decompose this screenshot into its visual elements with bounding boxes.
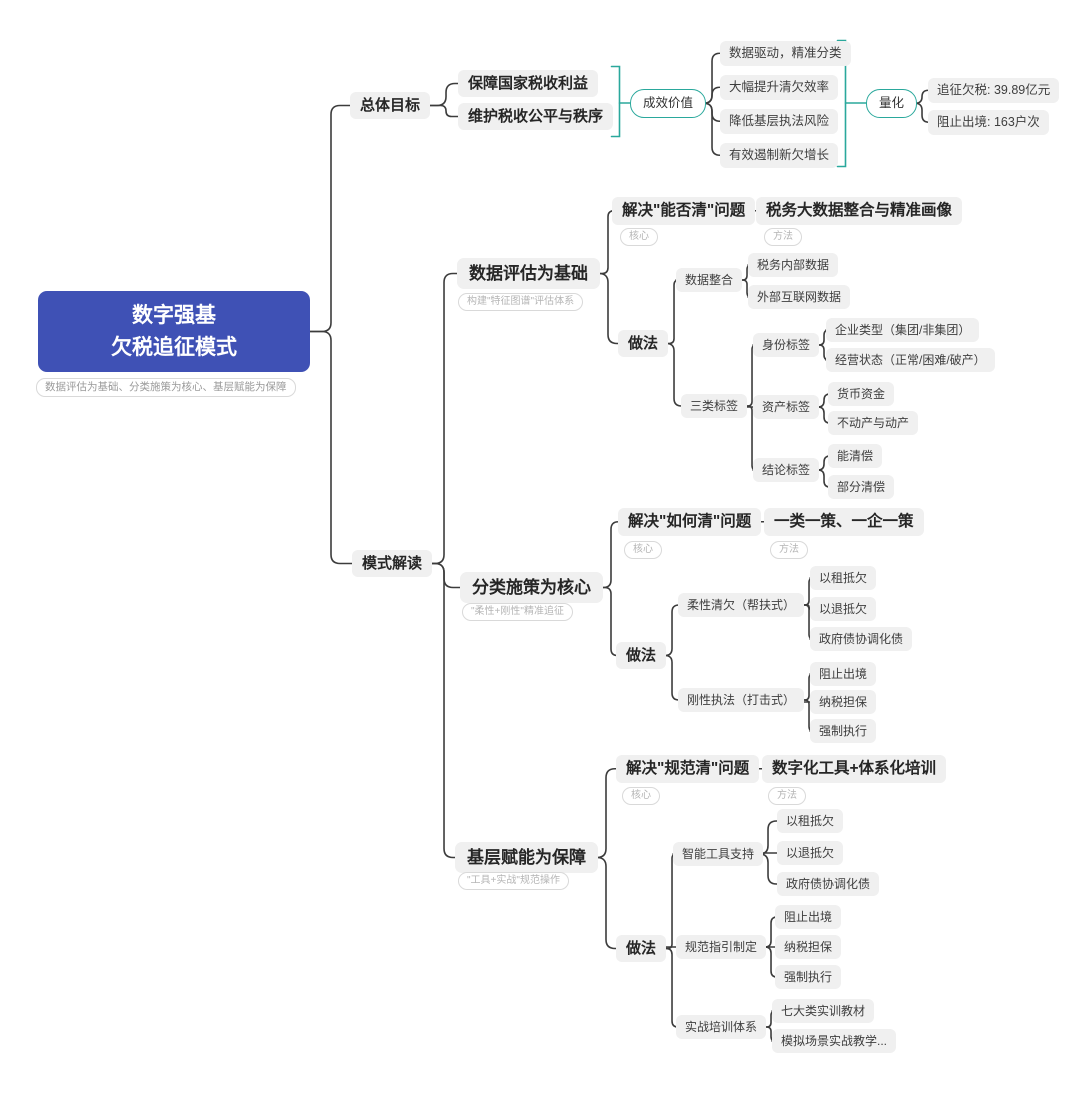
tag-core: 核心 [620, 228, 658, 246]
node-effect-value[interactable]: 成效价值 [630, 89, 707, 118]
node-effect-item[interactable]: 数据驱动，精准分类 [720, 41, 851, 66]
node-group[interactable]: 三类标签 [681, 394, 748, 418]
node-method[interactable]: 税务大数据整合与精准画像 [756, 197, 963, 225]
node-quant-item[interactable]: 追征欠税: 39.89亿元 [928, 78, 1060, 103]
node-problem[interactable]: 解决"能否清"问题 [612, 197, 756, 225]
node-leaf[interactable]: 七大类实训教材 [772, 999, 875, 1023]
node-leaf[interactable]: 阻止出境 [775, 905, 842, 929]
node-leaf[interactable]: 企业类型（集团/非集团） [826, 318, 980, 342]
node-leaf[interactable]: 以退抵欠 [810, 597, 877, 621]
node-subgroup[interactable]: 资产标签 [753, 395, 820, 419]
root-title-line2: 欠税追征模式 [111, 335, 237, 359]
node-method[interactable]: 一类一策、一企一策 [764, 508, 924, 536]
node-leaf[interactable]: 政府债协调化债 [777, 872, 880, 896]
node-subgroup[interactable]: 身份标签 [753, 333, 820, 357]
section-note: 构建"特征图谱"评估体系 [458, 293, 584, 311]
node-leaf[interactable]: 纳税担保 [810, 690, 877, 714]
node-leaf[interactable]: 以租抵欠 [777, 809, 844, 833]
node-method[interactable]: 数字化工具+体系化培训 [762, 755, 947, 783]
node-group[interactable]: 规范指引制定 [676, 935, 767, 959]
node-model-interpretation[interactable]: 模式解读 [352, 550, 433, 577]
root-tagline: 数据评估为基础、分类施策为核心、基层赋能为保障 [36, 378, 296, 397]
node-group[interactable]: 柔性清欠（帮扶式） [678, 593, 805, 617]
bracket-icon [610, 65, 621, 138]
node-quantified[interactable]: 量化 [866, 89, 918, 118]
node-leaf[interactable]: 税务内部数据 [748, 253, 839, 277]
node-problem[interactable]: 解决"如何清"问题 [618, 508, 762, 536]
node-group[interactable]: 实战培训体系 [676, 1015, 767, 1039]
tag-method: 方法 [764, 228, 802, 246]
node-leaf[interactable]: 能清偿 [828, 444, 883, 468]
node-problem[interactable]: 解决"规范清"问题 [616, 755, 760, 783]
node-overall-goals[interactable]: 总体目标 [350, 92, 431, 119]
node-leaf[interactable]: 强制执行 [775, 965, 842, 989]
section-note: "柔性+刚性"精准追征 [462, 603, 573, 621]
node-effect-item[interactable]: 大幅提升清欠效率 [720, 75, 839, 100]
node-leaf[interactable]: 外部互联网数据 [748, 285, 851, 309]
node-leaf[interactable]: 强制执行 [810, 719, 877, 743]
node-leaf[interactable]: 纳税担保 [775, 935, 842, 959]
node-section-title[interactable]: 数据评估为基础 [457, 258, 600, 289]
node-leaf[interactable]: 经营状态（正常/困难/破产） [826, 348, 995, 372]
node-quant-item[interactable]: 阻止出境: 163户次 [928, 110, 1049, 135]
node-section-title[interactable]: 基层赋能为保障 [455, 842, 598, 873]
node-subgroup[interactable]: 结论标签 [753, 458, 820, 482]
node-goal-item[interactable]: 保障国家税收利益 [458, 70, 599, 97]
node-group[interactable]: 智能工具支持 [673, 842, 764, 866]
node-group[interactable]: 刚性执法（打击式） [678, 688, 805, 712]
node-group[interactable]: 数据整合 [676, 268, 743, 292]
node-how[interactable]: 做法 [616, 642, 667, 669]
node-leaf[interactable]: 以退抵欠 [777, 841, 844, 865]
node-goal-item[interactable]: 维护税收公平与秩序 [458, 103, 614, 130]
node-leaf[interactable]: 部分清偿 [828, 475, 895, 499]
node-how[interactable]: 做法 [616, 935, 667, 962]
root-title-line1: 数字强基 [132, 304, 216, 327]
tag-method: 方法 [768, 787, 806, 805]
node-leaf[interactable]: 货币资金 [828, 382, 895, 406]
node-section-title[interactable]: 分类施策为核心 [460, 572, 603, 603]
node-leaf[interactable]: 阻止出境 [810, 662, 877, 686]
node-leaf[interactable]: 以租抵欠 [810, 566, 877, 590]
node-effect-item[interactable]: 有效遏制新欠增长 [720, 143, 839, 168]
node-leaf[interactable]: 不动产与动产 [828, 411, 919, 435]
node-effect-item[interactable]: 降低基层执法风险 [720, 109, 839, 134]
tag-core: 核心 [624, 541, 662, 559]
section-note: "工具+实战"规范操作 [458, 872, 569, 890]
node-leaf[interactable]: 政府债协调化债 [810, 627, 913, 651]
tag-method: 方法 [770, 541, 808, 559]
root-node[interactable]: 数字强基 欠税追征模式 [38, 291, 310, 372]
node-how[interactable]: 做法 [618, 330, 669, 357]
node-leaf[interactable]: 模拟场景实战教学... [772, 1029, 897, 1053]
tag-core: 核心 [622, 787, 660, 805]
